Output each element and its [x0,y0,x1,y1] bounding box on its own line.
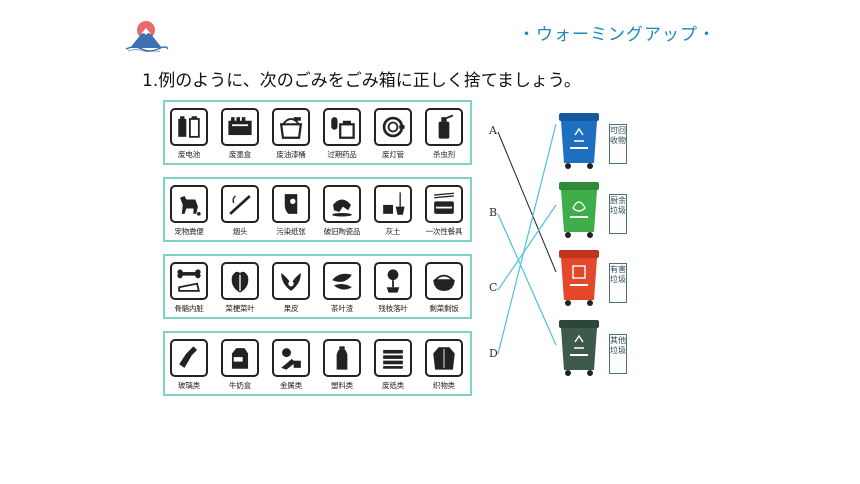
line-c-recyclable [497,204,557,291]
waste-row-recyclable: 玻璃类 牛奶盒 金属类 塑料类 废纸类 织物类 [163,331,472,396]
waste-item[interactable]: 废油漆桶 [271,108,311,160]
bin-kitchen-icon[interactable] [557,180,601,240]
waste-item[interactable]: 一次性餐具 [424,185,464,237]
bin-label-hazardous: 有害垃圾 [609,263,627,303]
waste-label: 菜梗菜叶 [225,304,255,313]
cigarette-icon [221,185,259,223]
letter-a: A [489,124,497,137]
bin-hazardous-icon[interactable] [557,248,601,308]
waste-label: 残枝落叶 [378,304,408,313]
waste-item[interactable]: 金属类 [271,339,311,391]
waste-item[interactable]: 废纸类 [373,339,413,391]
line-a-hazardous [497,131,557,273]
lamp-tube-icon [374,108,412,146]
waste-label: 废纸类 [382,381,404,390]
waste-item[interactable]: 破旧陶瓷品 [322,185,362,237]
waste-label: 剩菜剩饭 [429,304,459,313]
waste-item[interactable]: 残枝落叶 [373,262,413,314]
leftover-food-icon [425,262,463,300]
waste-label: 过期药品 [327,150,357,159]
waste-label: 污染纸张 [276,227,306,236]
milk-carton-icon [221,339,259,377]
waste-item[interactable]: 茶叶渣 [322,262,362,314]
waste-label: 茶叶渣 [331,304,353,313]
waste-label: 废墨盒 [229,150,251,159]
bin-label-recyclable: 可回收物 [609,124,627,164]
glass-bottle-icon [170,339,208,377]
broken-ceramic-icon [323,185,361,223]
clothing-icon [425,339,463,377]
waste-paper-icon [374,339,412,377]
waste-item[interactable]: 宠物粪便 [169,185,209,237]
waste-item[interactable]: 杀虫剂 [424,108,464,160]
pet-waste-icon [170,185,208,223]
waste-label: 废灯管 [382,150,404,159]
tea-leaves-icon [323,262,361,300]
fallen-leaves-icon [374,262,412,300]
waste-label: 织物类 [433,381,455,390]
ink-cartridge-icon [221,108,259,146]
pesticide-icon [425,108,463,146]
waste-label: 废电池 [178,150,200,159]
waste-item[interactable]: 剩菜剩饭 [424,262,464,314]
fruit-peel-icon [272,262,310,300]
line-b-kitchen [497,213,557,346]
waste-item[interactable]: 废墨盒 [220,108,260,160]
waste-item[interactable]: 牛奶盒 [220,339,260,391]
waste-label: 灰土 [385,227,401,236]
bin-other-icon[interactable] [557,318,601,378]
waste-label: 果皮 [283,304,299,313]
disposable-tableware-icon [425,185,463,223]
paint-bucket-icon [272,108,310,146]
bin-label-other: 其他垃圾 [609,334,627,374]
waste-label: 塑料类 [331,381,353,390]
waste-item[interactable]: 塑料类 [322,339,362,391]
waste-item[interactable]: 骨骼内脏 [169,262,209,314]
waste-item[interactable]: 废灯管 [373,108,413,160]
battery-icon [170,108,208,146]
waste-item[interactable]: 果皮 [271,262,311,314]
waste-item[interactable]: 烟头 [220,185,260,237]
waste-label: 一次性餐具 [425,227,463,236]
waste-item[interactable]: 灰土 [373,185,413,237]
waste-row-other: 宠物粪便 烟头 污染纸张 破旧陶瓷品 灰土 一次性餐具 [163,177,472,242]
bin-recyclable-icon[interactable] [557,111,601,171]
waste-item[interactable]: 污染纸张 [271,185,311,237]
waste-item[interactable]: 菜梗菜叶 [220,262,260,314]
waste-label: 宠物粪便 [174,227,204,236]
waste-item[interactable]: 废电池 [169,108,209,160]
waste-row-hazardous: 废电池 废墨盒 废油漆桶 过期药品 废灯管 杀虫剂 [163,100,472,165]
waste-label: 牛奶盒 [229,381,251,390]
section-title: ・ウォーミングアップ・ [518,25,716,45]
mount-fuji-logo-icon [125,21,168,52]
waste-item[interactable]: 玻璃类 [169,339,209,391]
line-d-other [497,123,557,355]
bone-icon [170,262,208,300]
letter-b: B [489,206,498,219]
letter-d: D [489,347,498,360]
medicine-icon [323,108,361,146]
question-text: 1.例のように、次のごみをごみ箱に正しく捨てましょう。 [142,71,581,91]
waste-item[interactable]: 织物类 [424,339,464,391]
bin-label-kitchen: 厨余垃圾 [609,194,627,234]
waste-item[interactable]: 过期药品 [322,108,362,160]
waste-label: 金属类 [280,381,302,390]
dirty-paper-icon [272,185,310,223]
metal-icon [272,339,310,377]
waste-label: 杀虫剂 [433,150,455,159]
waste-row-kitchen: 骨骼内脏 菜梗菜叶 果皮 茶叶渣 残枝落叶 剩菜剩饭 [163,254,472,319]
waste-label: 烟头 [232,227,248,236]
letter-c: C [489,281,498,294]
waste-label: 玻璃类 [178,381,200,390]
waste-label: 骨骼内脏 [174,304,204,313]
waste-label: 破旧陶瓷品 [323,227,361,236]
dust-broom-icon [374,185,412,223]
waste-label: 废油漆桶 [276,150,306,159]
vegetable-icon [221,262,259,300]
plastic-bottle-icon [323,339,361,377]
